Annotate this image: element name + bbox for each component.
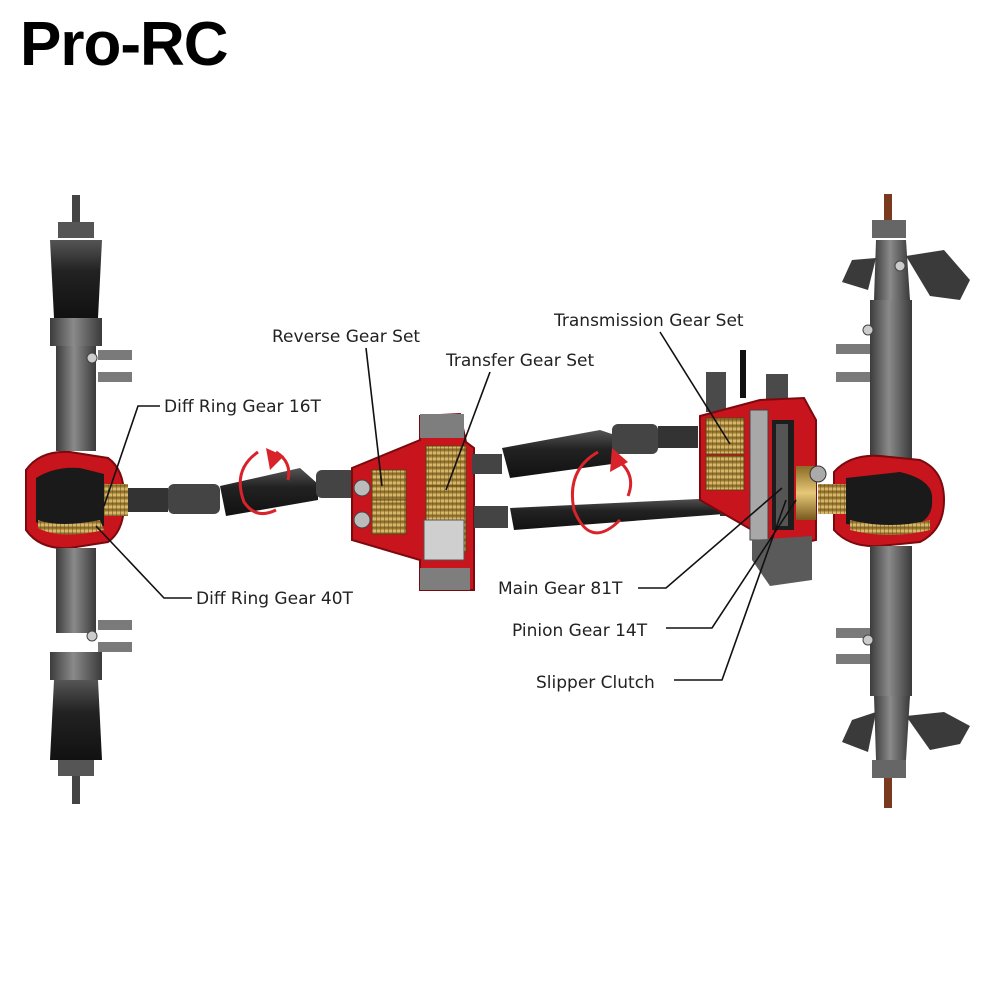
rear-axle	[25, 195, 132, 804]
leader-main-gear-81t	[638, 487, 783, 589]
label-transmission-gear-set: Transmission Gear Set	[553, 311, 744, 331]
label-transfer-gear-set: Transfer Gear Set	[445, 351, 594, 371]
leader-reverse-gear-set	[365, 347, 383, 487]
transmission	[699, 350, 827, 586]
front-driveshaft	[472, 424, 698, 478]
front-axle	[818, 194, 970, 808]
label-reverse-gear-set: Reverse Gear Set	[272, 327, 420, 347]
rotation-arrow-front	[570, 448, 633, 535]
label-diff-ring-gear-16t: Diff Ring Gear 16T	[164, 397, 322, 417]
brand-logo: Pro-RC	[20, 10, 229, 79]
label-main-gear-81t: Main Gear 81T	[498, 579, 623, 599]
leader-slipper-clutch	[674, 499, 787, 681]
leader-diff-ring-gear-16t	[103, 405, 160, 507]
label-pinion-gear-14t: Pinion Gear 14T	[512, 621, 648, 641]
leader-diff-ring-gear-40t	[95, 525, 192, 599]
leader-transfer-gear-set	[445, 371, 491, 491]
label-diff-ring-gear-40t: Diff Ring Gear 40T	[196, 589, 354, 609]
leader-pinion-gear-14t	[666, 499, 797, 629]
rotation-arrow-rear	[238, 448, 291, 516]
label-slipper-clutch: Slipper Clutch	[536, 673, 655, 693]
leader-transmission-gear-set	[659, 331, 731, 445]
transfer-case	[351, 412, 475, 591]
